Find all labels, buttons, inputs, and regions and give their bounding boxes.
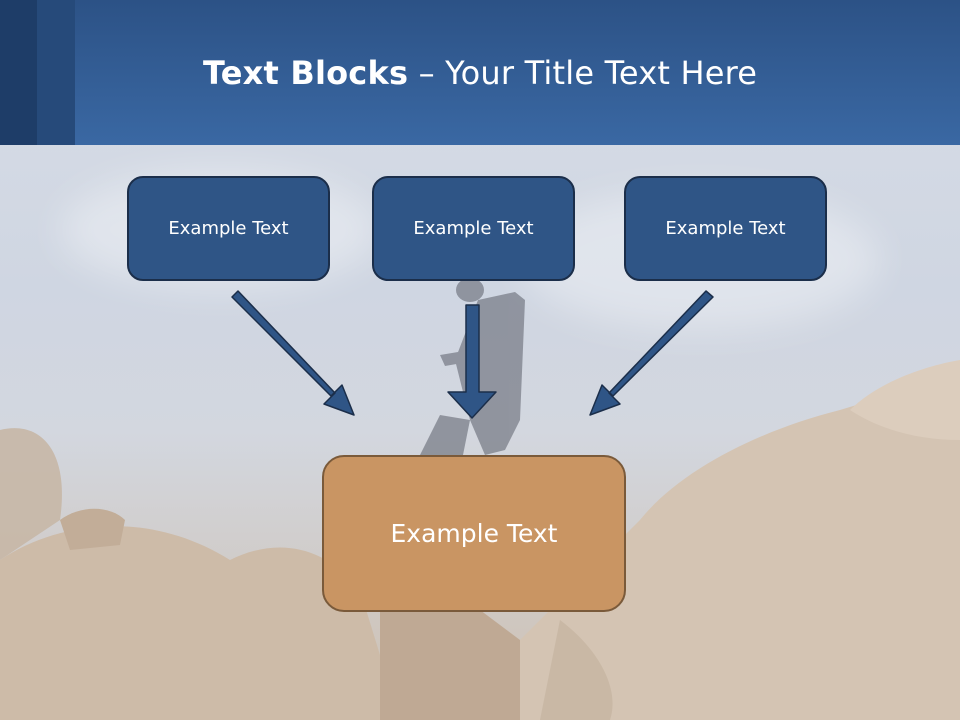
text-box-label: Example Text [168, 218, 289, 239]
title-bold-text: Text Blocks [203, 54, 409, 92]
title-bar [0, 0, 960, 145]
header-stripe [0, 0, 37, 145]
text-box-bottom[interactable]: Example Text [322, 455, 626, 612]
text-box-label: Example Text [390, 519, 558, 548]
text-box-top-left[interactable]: Example Text [127, 176, 330, 281]
title-rest-text: Your Title Text Here [445, 54, 758, 92]
arrow-right [589, 290, 714, 416]
arrow-center [447, 304, 497, 419]
text-box-label: Example Text [665, 218, 786, 239]
text-box-top-right[interactable]: Example Text [624, 176, 827, 281]
arrow-left [231, 290, 355, 416]
slide-title: Text Blocks – Your Title Text Here [203, 54, 757, 92]
text-box-top-center[interactable]: Example Text [372, 176, 575, 281]
text-box-label: Example Text [413, 218, 534, 239]
title-dash: – [408, 54, 446, 92]
header-stripe [37, 0, 75, 145]
